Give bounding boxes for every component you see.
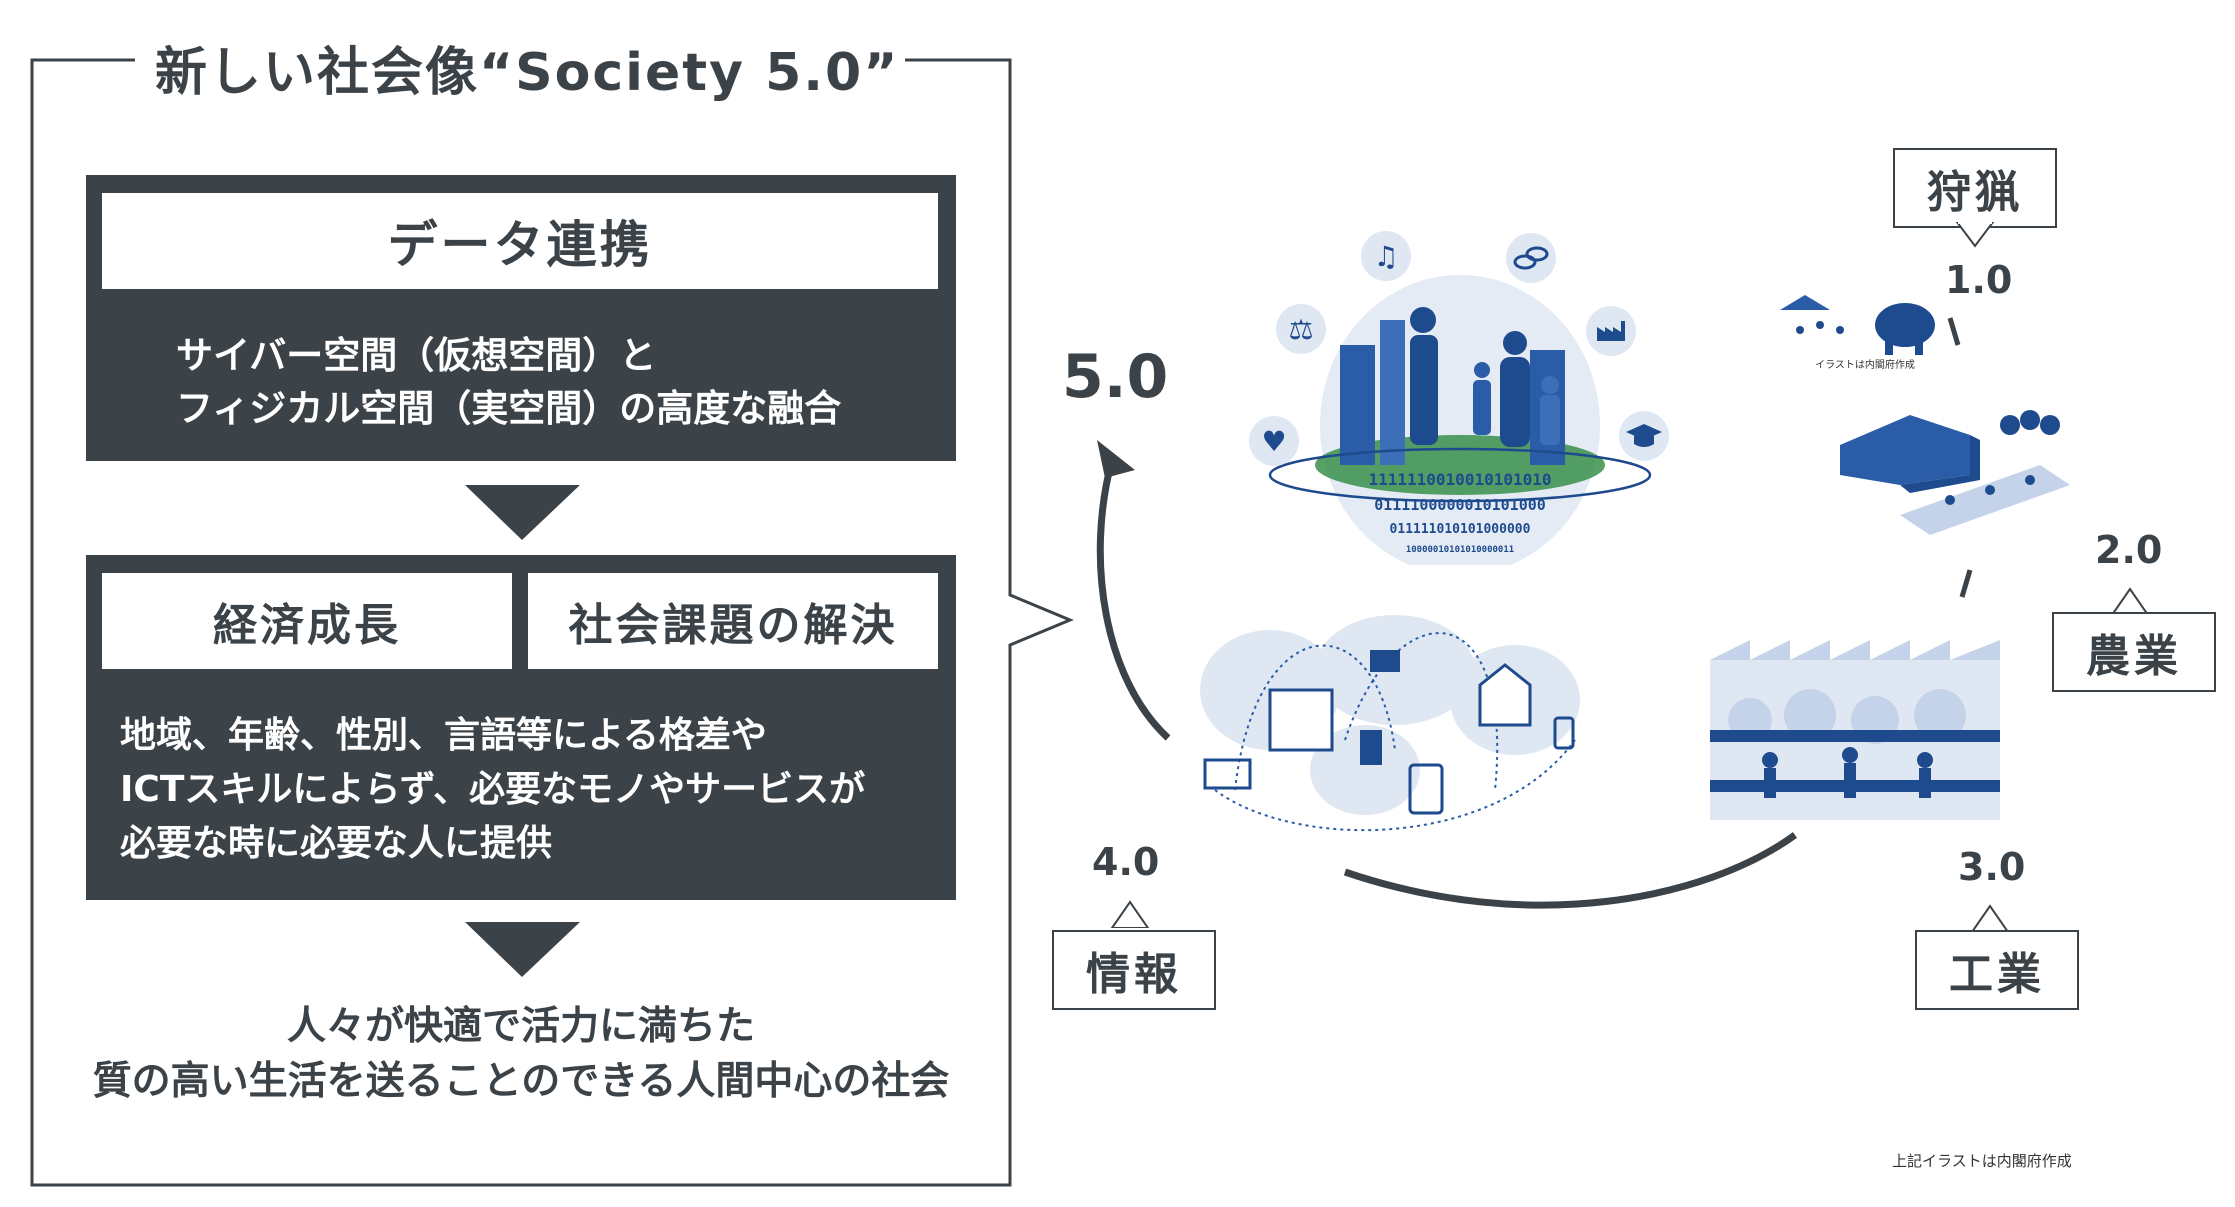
desk-worker-icon (1268, 688, 1334, 752)
music-icon: ♫ (1361, 231, 1411, 281)
server-icon (1360, 730, 1382, 765)
society-5-number: 5.0 (1062, 342, 1169, 412)
monitor-icon (1370, 650, 1400, 672)
data-linkage-line2: フィジカル空間（実空間）の高度な融合 (176, 387, 842, 430)
scales-icon: ⚖ (1276, 304, 1326, 354)
callout-pointer (1955, 222, 1995, 248)
home-office-icon (1478, 663, 1532, 727)
illustration-credit: 上記イラストは内閣府作成 (1892, 1152, 2072, 1170)
down-arrow-icon (465, 485, 580, 540)
panel-title: 新しい社会像“Society 5.0” (155, 43, 900, 103)
binary-row-3: 011111010101000000 (1390, 522, 1531, 537)
benefits-line3: 必要な時に必要な人に提供 (120, 823, 553, 864)
hunting-number: 1.0 (1945, 258, 2013, 302)
tablet-icon (1408, 763, 1444, 815)
hunting-illustration: イラストは内閣府作成 (1780, 295, 1935, 370)
data-linkage-line1: サイバー空間（仮想空間）と (176, 334, 657, 377)
laptop-icon (1203, 758, 1252, 790)
link-icon (1506, 233, 1556, 283)
information-number: 4.0 (1092, 840, 1160, 884)
cycle-arrowhead-icon (1097, 440, 1135, 478)
callout-pointer (1110, 900, 1150, 928)
agriculture-label: 農業 (2052, 612, 2216, 692)
society5-globe-illustration: 1111110010010101010 0111100000010101000 … (1268, 275, 1652, 565)
agriculture-number: 2.0 (2095, 528, 2163, 572)
binary-row-2: 0111100000010101000 (1374, 496, 1546, 514)
benefits-line1: 地域、年齢、性別、言語等による格差や (120, 715, 767, 756)
svg-text:⚖: ⚖ (1288, 313, 1313, 346)
callout-pointer (2110, 587, 2150, 615)
svg-text:♥: ♥ (1261, 425, 1286, 458)
industry-label: 工業 (1915, 930, 2079, 1010)
hunting-credit: イラストは内閣府作成 (1815, 358, 1915, 370)
graduation-cap-icon (1619, 411, 1669, 461)
data-linkage-heading: データ連携 (102, 193, 938, 289)
outcome-line1: 人々が快適で活力に満ちた (286, 1004, 755, 1049)
economic-growth-heading: 経済成長 (102, 573, 512, 669)
health-icon: ♥ (1249, 416, 1299, 466)
social-issues-heading: 社会課題の解決 (528, 573, 938, 669)
information-label: 情報 (1052, 930, 1216, 1010)
outcome-line2: 質の高い生活を送ることのできる人間中心の社会 (92, 1059, 950, 1104)
industry-number: 3.0 (1958, 845, 2026, 889)
information-world-map-illustration (1200, 615, 1580, 832)
benefits-line2: ICTスキルによらず、必要なモノやサービスが (120, 769, 866, 810)
factory-icon (1586, 306, 1636, 356)
binary-row-4: 10000010101010000011 (1406, 545, 1514, 555)
down-arrow-icon (465, 922, 580, 977)
agriculture-illustration (1840, 410, 2070, 535)
industry-illustration (1710, 640, 2000, 820)
smartphone-icon (1553, 716, 1575, 750)
svg-text:♫: ♫ (1373, 240, 1398, 273)
callout-pointer (1970, 904, 2010, 932)
hunting-label: 狩猟 (1893, 148, 2057, 228)
binary-row-1: 1111110010010101010 (1368, 470, 1551, 489)
